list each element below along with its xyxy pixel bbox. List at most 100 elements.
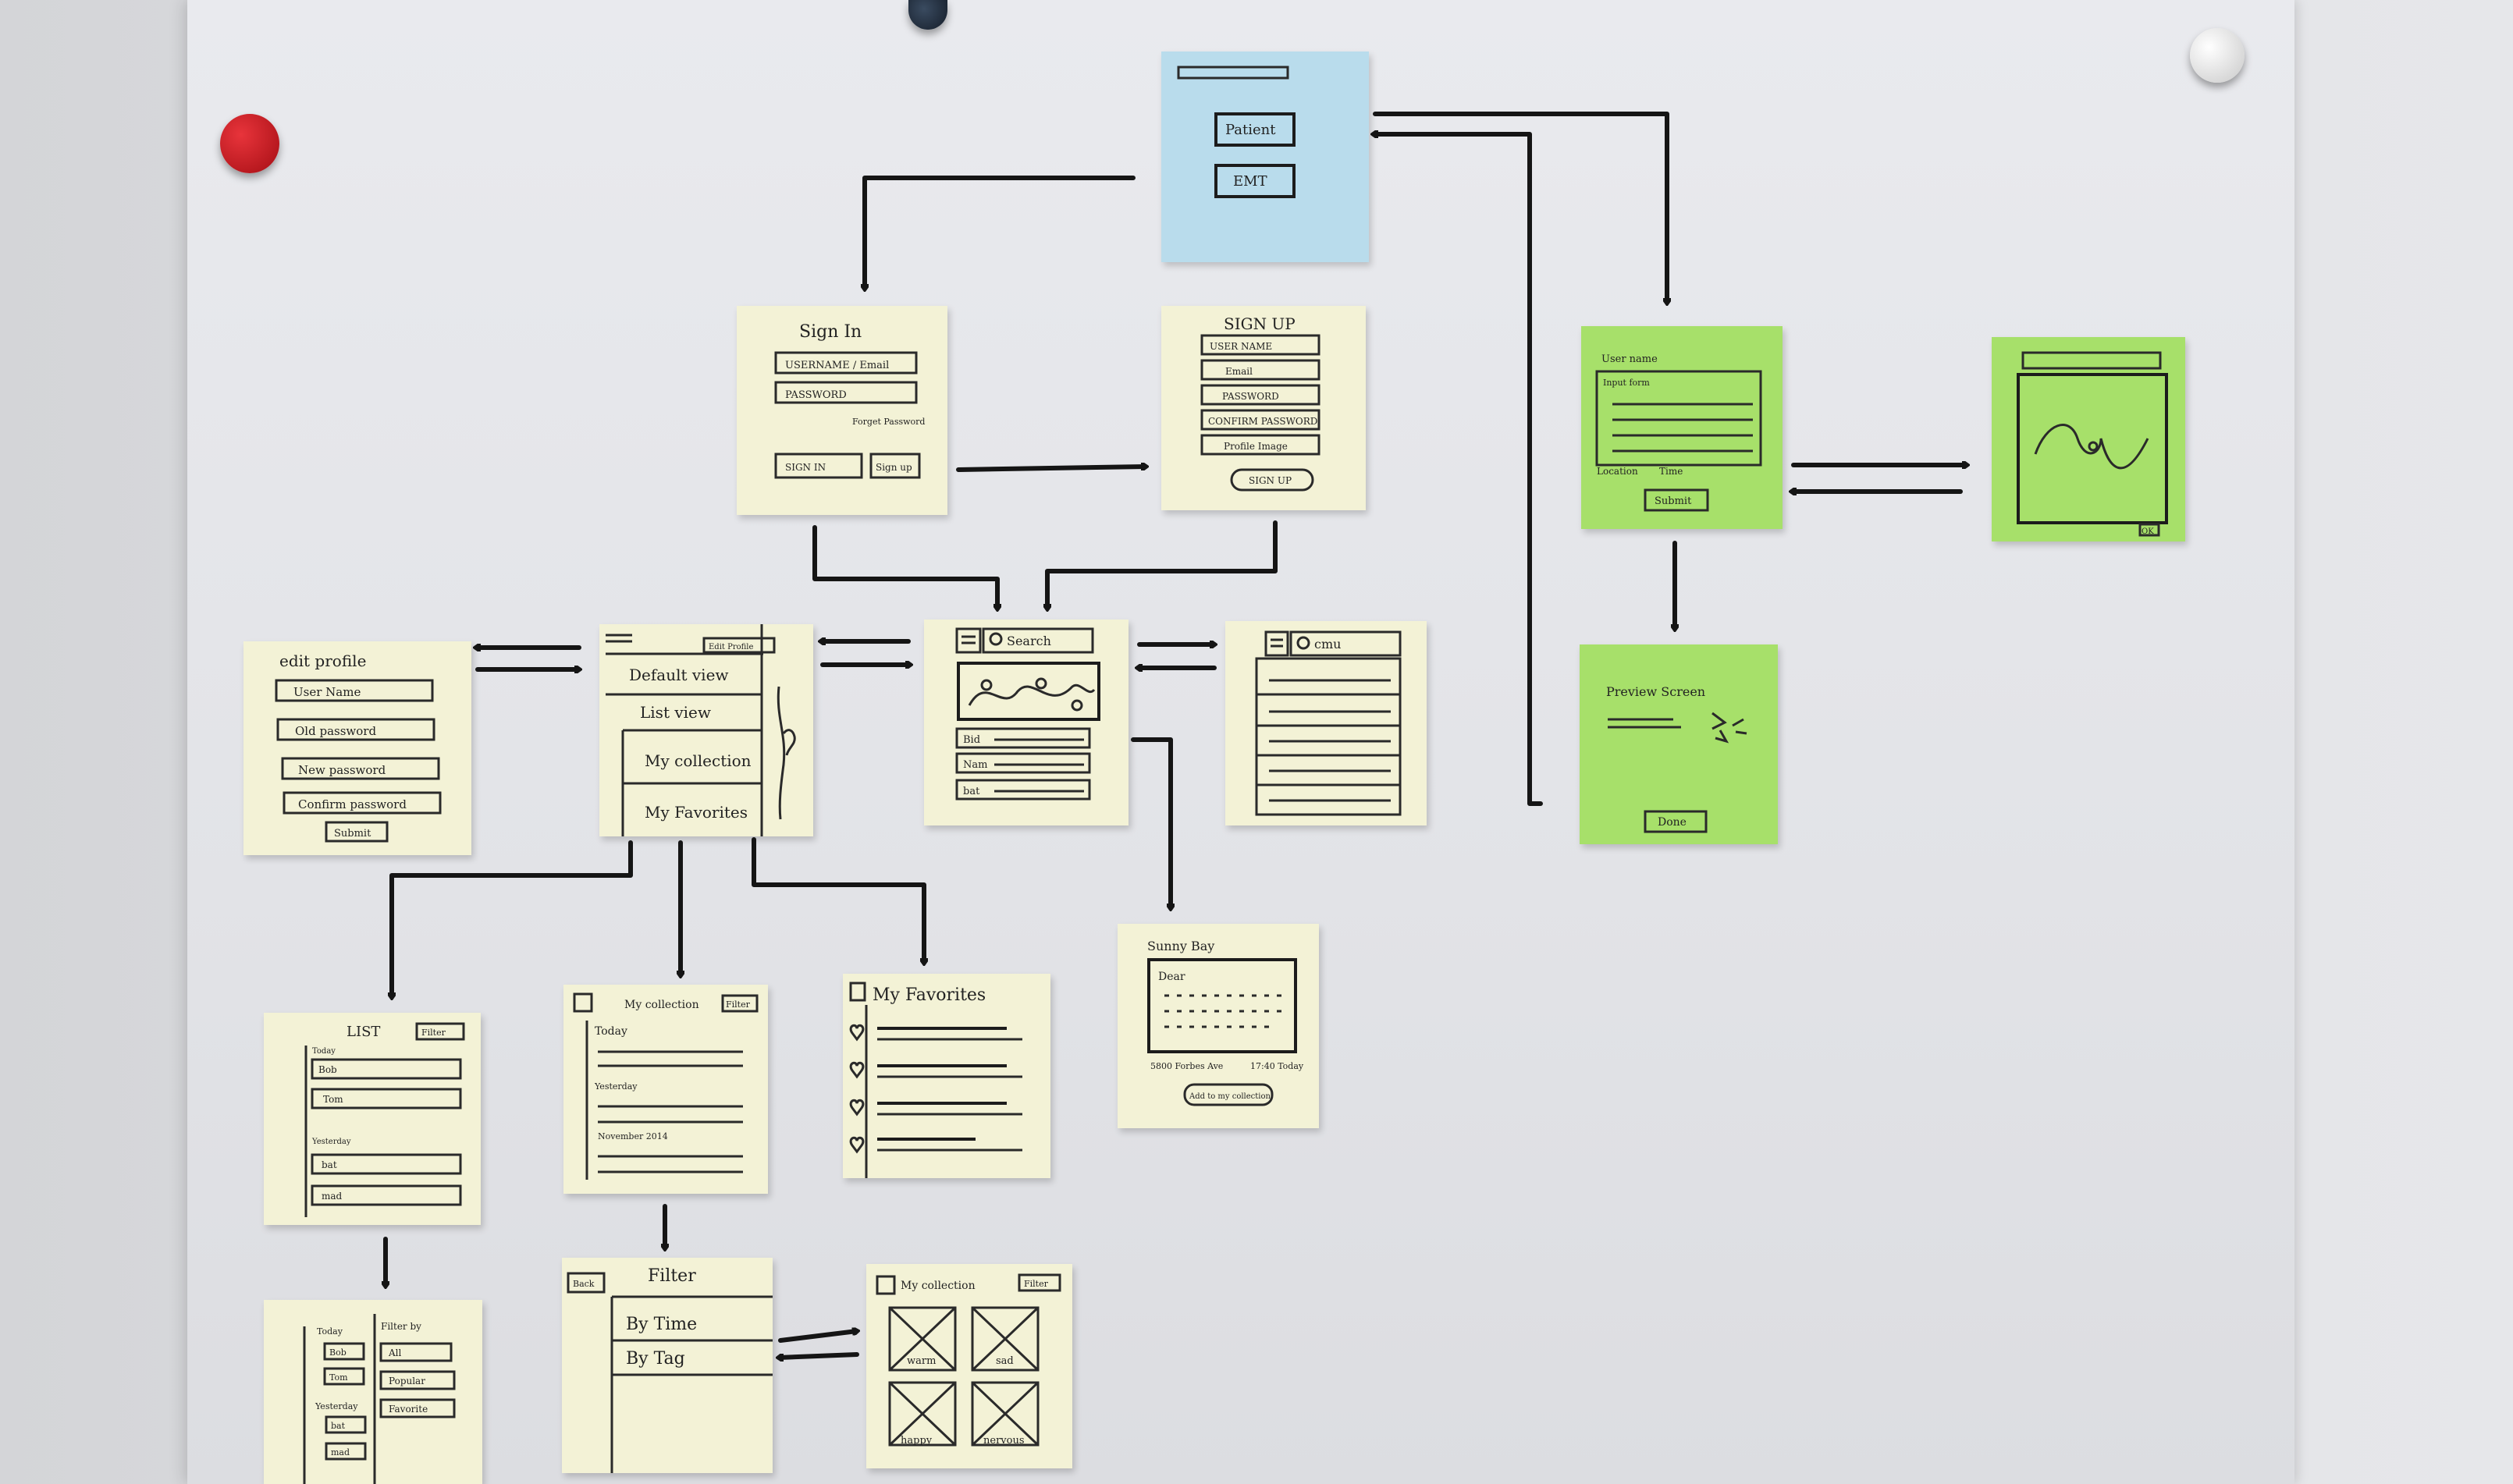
fb-today: Today — [317, 1326, 343, 1337]
emt-user-name: User name — [1601, 353, 1658, 365]
emt-label: EMT — [1233, 173, 1267, 190]
result-row-1: Bid — [963, 734, 980, 746]
filter-by-sketch: Today Bob Tom Yesterday bat mad Filter b… — [303, 1314, 456, 1484]
emt-submit: Submit — [1655, 495, 1692, 507]
fb-favorite: Favorite — [389, 1404, 428, 1415]
user-name-label: USER NAME — [1210, 341, 1272, 352]
grid-c1: warm — [907, 1355, 936, 1367]
password-field-label: PASSWORD — [785, 389, 847, 401]
filter-sketch: Back Filter By Time By Tag — [567, 1266, 773, 1473]
fb-yesterday: Yesterday — [315, 1401, 358, 1411]
fb-bat: bat — [331, 1421, 346, 1431]
detail-dear: Dear — [1158, 971, 1185, 983]
detail-address: 5800 Forbes Ave — [1150, 1061, 1223, 1071]
sign-in-note: Sign In USERNAME / Email PASSWORD Forget… — [737, 306, 947, 515]
list-view-item: List view — [640, 703, 711, 722]
list-filter: Filter — [421, 1028, 446, 1038]
preview-sketch: Preview Screen Done — [1606, 684, 1747, 833]
old-password-field: Old password — [295, 724, 376, 738]
search-list-sketch: cmu — [1255, 630, 1402, 816]
favorites-title: My Favorites — [873, 985, 986, 1005]
sign-up-title: SIGN UP — [1224, 314, 1296, 333]
emt-map-sketch: OK — [2017, 351, 2168, 537]
collection-list-sketch: My collection Filter Today Yesterday Nov… — [573, 992, 759, 1180]
default-view-item: Default view — [629, 666, 729, 684]
list-sketch: LIST Filter Today Bob Tom Yesterday bat … — [304, 1022, 465, 1217]
password-label: PASSWORD — [1222, 391, 1279, 402]
emt-form-note: User name Input form Location Time Submi… — [1581, 326, 1783, 529]
fb-mad: mad — [331, 1447, 350, 1457]
list-mad: mad — [322, 1191, 343, 1202]
submit-label: Submit — [334, 828, 371, 840]
edit-profile-sketch: edit profile User Name Old password New … — [275, 651, 442, 843]
confirm-password-field: Confirm password — [298, 797, 407, 811]
fb-tom: Tom — [329, 1372, 348, 1383]
sign-up-sketch: SIGN UP USER NAME Email PASSWORD CONFIRM… — [1200, 314, 1320, 492]
collection-list-title: My collection — [624, 999, 699, 1011]
preview-title: Preview Screen — [1606, 684, 1705, 699]
grid-title: My collection — [901, 1280, 976, 1292]
menu-note: Edit Profile Default view List view My c… — [599, 624, 813, 836]
menu-sketch: Edit Profile Default view List view My c… — [606, 624, 796, 836]
role-select-sketch: Patient EMT — [1177, 66, 1296, 198]
emt-time: Time — [1659, 466, 1683, 477]
filter-by-note: Today Bob Tom Yesterday bat mad Filter b… — [264, 1300, 482, 1484]
sign-up-btn-label: Sign up — [876, 462, 912, 473]
search-box-label: Search — [1007, 634, 1051, 648]
user-name-field: User Name — [293, 685, 361, 699]
list-title: LIST — [347, 1024, 380, 1040]
sign-up-note: SIGN UP USER NAME Email PASSWORD CONFIRM… — [1161, 306, 1366, 510]
list-note: LIST Filter Today Bob Tom Yesterday bat … — [264, 1013, 481, 1225]
edit-profile-link: Edit Profile — [709, 643, 753, 651]
forget-password-link: Forget Password — [852, 417, 925, 427]
fb-popular: Popular — [389, 1376, 425, 1386]
list-yesterday: Yesterday — [311, 1138, 351, 1146]
detail-time: 17:40 Today — [1250, 1061, 1304, 1071]
sign-in-sketch: Sign In USERNAME / Email PASSWORD Forget… — [774, 322, 925, 479]
grid-c2: sad — [996, 1355, 1014, 1367]
edit-profile-title: edit profile — [279, 651, 366, 670]
list-bob: Bob — [318, 1064, 337, 1075]
emt-map-note: OK — [1992, 337, 2185, 541]
grid-c4: nervous — [983, 1435, 1025, 1447]
profile-image-label: Profile Image — [1224, 441, 1288, 452]
list-bat: bat — [322, 1159, 337, 1170]
list-tom: Tom — [323, 1094, 343, 1105]
emt-location: Location — [1597, 466, 1638, 477]
grid-filter: Filter — [1024, 1279, 1049, 1289]
detail-title: Sunny Bay — [1147, 939, 1214, 953]
fb-all: All — [388, 1347, 402, 1358]
result-row-2: Nam — [963, 759, 987, 771]
email-label: Email — [1225, 366, 1253, 377]
map-ok: OK — [2142, 527, 2154, 536]
emt-form-sketch: User name Input form Location Time Submi… — [1595, 353, 1762, 512]
filter-title: Filter — [648, 1266, 696, 1286]
search-list-note: cmu — [1225, 621, 1427, 825]
filter-note: Back Filter By Time By Tag — [562, 1258, 773, 1473]
fb-filter-by: Filter by — [381, 1321, 421, 1332]
sign-in-btn-label: SIGN IN — [785, 462, 826, 473]
detail-add-button: Add to my collection — [1189, 1092, 1271, 1101]
search-map-sketch: Search Bid Nam bat — [955, 627, 1100, 801]
collection-yesterday: Yesterday — [594, 1081, 638, 1092]
filter-by-tag: By Tag — [626, 1349, 685, 1369]
filter-by-time: By Time — [626, 1315, 697, 1334]
red-magnet — [220, 114, 279, 173]
search-map-note: Search Bid Nam bat — [924, 620, 1129, 825]
collection-today: Today — [595, 1025, 627, 1038]
collection-list-note: My collection Filter Today Yesterday Nov… — [563, 985, 768, 1194]
sign-in-title: Sign In — [799, 322, 862, 342]
query-text: cmu — [1314, 637, 1341, 651]
role-select-note: Patient EMT — [1161, 51, 1369, 262]
white-magnet — [2190, 28, 2245, 83]
collection-grid-note: My collection Filter warm sad happy nerv… — [866, 1264, 1072, 1468]
username-field-label: USERNAME / Email — [785, 360, 889, 371]
fb-bob: Bob — [329, 1347, 347, 1358]
collection-date: November 2014 — [598, 1131, 668, 1141]
new-password-field: New password — [298, 763, 386, 777]
edit-profile-note: edit profile User Name Old password New … — [243, 641, 471, 855]
result-row-3: bat — [963, 786, 980, 797]
my-collection-item: My collection — [645, 751, 752, 770]
detail-sketch: Sunny Bay Dear 5800 Forbes Ave 17:40 Tod… — [1147, 939, 1304, 1106]
